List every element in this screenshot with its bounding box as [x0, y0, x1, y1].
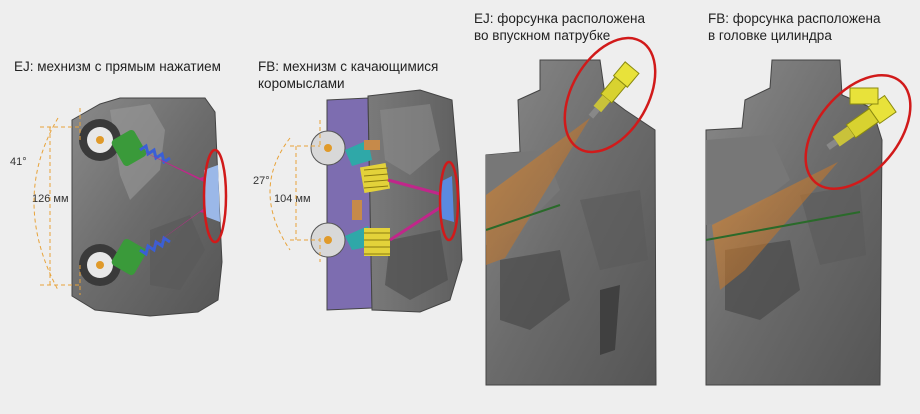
- ej-lower-spring: [139, 235, 171, 257]
- ej-upper-tappet: [111, 129, 147, 167]
- fb-upper-spring: [359, 162, 391, 194]
- ej-upper-valve: [140, 150, 216, 186]
- ej-injector-caption-line2: во впускном патрубке: [474, 28, 611, 43]
- fb-valvetrain-caption-line2: коромыслами: [258, 76, 345, 91]
- ej-lower-tappet: [111, 238, 147, 276]
- fb-upper-pivot: [364, 140, 380, 150]
- ej-chamber-highlight: [202, 148, 228, 244]
- fb-distance-label: 104 мм: [274, 193, 311, 205]
- ej-injector-highlight: [563, 36, 657, 154]
- ej-valvetrain-drawing: [33, 97, 228, 317]
- fb-dimension-lines: [269, 120, 321, 262]
- fb-valvetrain-caption: FB: мехнизм с качающимися коромыслами: [258, 58, 438, 92]
- fb-chamber-highlight: [438, 160, 460, 242]
- ej-dimension-lines: [33, 108, 81, 295]
- fb-cylinder-head-purple: [326, 97, 373, 311]
- ej-intake-pipe-line: [485, 204, 561, 231]
- fb-injector-drawing: [705, 59, 912, 386]
- fb-injector-caption-line2: в головке цилиндра: [708, 28, 832, 43]
- fb-upper-camshaft: [310, 130, 346, 166]
- fb-lower-pivot: [352, 200, 362, 220]
- ej-valvetrain-caption: EJ: мехнизм с прямым нажатием: [14, 59, 221, 74]
- ej-injector-caption: EJ: форсунка расположена во впускном пат…: [474, 10, 645, 44]
- fb-combustion-chamber: [440, 176, 454, 222]
- fb-injector-highlight: [804, 74, 912, 190]
- fb-injector-caption-line1: FB: форсунка расположена: [708, 11, 881, 26]
- fb-lower-spring: [364, 228, 390, 256]
- fb-lower-camshaft: [310, 222, 346, 258]
- fb-angle-label: 27°: [253, 175, 270, 187]
- ej-combustion-chamber: [204, 165, 220, 222]
- fb-fuel-spray: [712, 162, 838, 290]
- fb-upper-valve: [387, 178, 445, 197]
- fb-injector-connector: [849, 87, 879, 105]
- ej-lower-camshaft: [79, 244, 121, 286]
- fb-intake-pipe-line: [705, 211, 861, 241]
- ej-injector-drawing: [485, 36, 657, 386]
- ej-upper-camshaft: [79, 119, 121, 161]
- ej-fuel-injector: [588, 61, 640, 119]
- ej-fuel-spray: [486, 118, 590, 265]
- fb-lower-valve: [389, 203, 445, 242]
- ej-angle-label: 41°: [10, 156, 27, 168]
- fb-injector-caption: FB: форсунка расположена в головке цилин…: [708, 10, 880, 44]
- fb-valvetrain-caption-line1: FB: мехнизм с качающимися: [258, 59, 439, 74]
- fb-valvetrain-drawing: [269, 89, 463, 313]
- ej-upper-spring: [139, 143, 171, 165]
- ej-injector-caption-line1: EJ: форсунка расположена: [474, 11, 645, 26]
